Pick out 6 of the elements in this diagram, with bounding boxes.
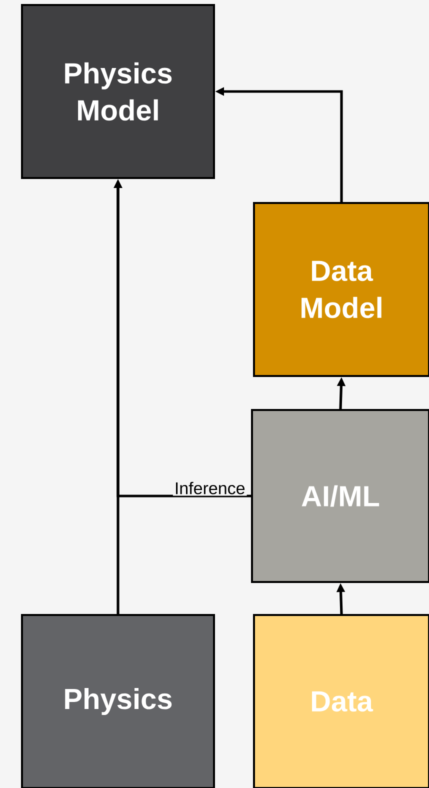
process-box: Physics xyxy=(21,614,215,788)
process-box: Data xyxy=(253,614,429,788)
process-box: AI/ML xyxy=(251,409,429,583)
edge-label: Inference xyxy=(172,480,247,496)
process-box: Physics Model xyxy=(21,4,215,179)
process-box: Data Model xyxy=(253,202,429,377)
